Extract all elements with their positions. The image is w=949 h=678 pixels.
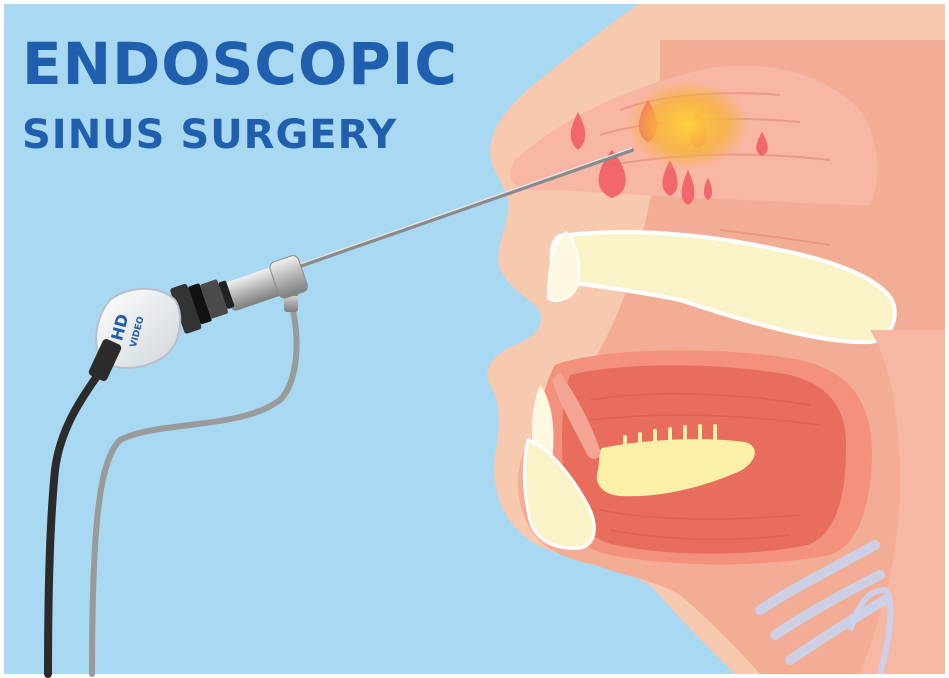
title-line-1: ENDOSCOPIC <box>22 30 458 98</box>
inflammation-glow <box>626 80 750 170</box>
title-line-2: SINUS SURGERY <box>22 112 397 158</box>
head-profile <box>487 4 945 674</box>
